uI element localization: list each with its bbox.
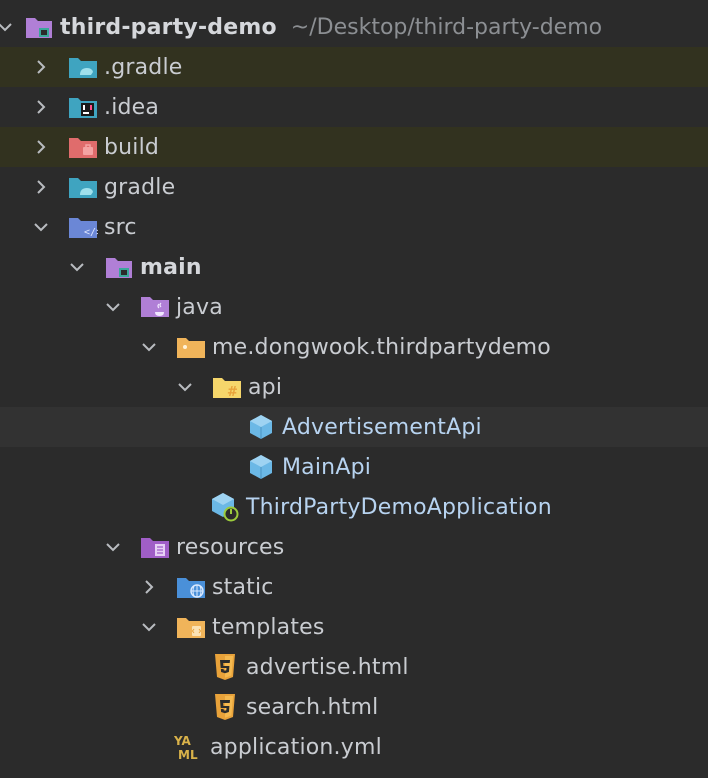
tree-row-api[interactable]: # api bbox=[0, 367, 708, 407]
folder-label: .idea bbox=[104, 94, 160, 120]
file-label: MainApi bbox=[282, 454, 372, 480]
tree-row-search-html[interactable]: search.html bbox=[0, 687, 708, 727]
tree-row-static[interactable]: static bbox=[0, 567, 708, 607]
file-label: advertise.html bbox=[246, 654, 409, 680]
java-class-icon bbox=[246, 452, 276, 482]
package-folder-icon bbox=[176, 332, 206, 362]
tree-row-src[interactable]: </> src bbox=[0, 207, 708, 247]
folder-label: templates bbox=[212, 614, 325, 640]
chevron-down-icon[interactable] bbox=[30, 216, 52, 238]
templates-folder-icon bbox=[176, 612, 206, 642]
source-folder-icon: </> bbox=[68, 212, 98, 242]
chevron-down-icon[interactable] bbox=[102, 536, 124, 558]
module-folder-icon bbox=[104, 252, 134, 282]
gradle-folder-icon bbox=[68, 172, 98, 202]
file-label: ThirdPartyDemoApplication bbox=[246, 494, 552, 520]
tree-row-gradle-hidden[interactable]: .gradle bbox=[0, 47, 708, 87]
tree-row-project-root[interactable]: third-party-demo ~/Desktop/third-party-d… bbox=[0, 7, 708, 47]
chevron-right-icon[interactable] bbox=[138, 576, 160, 598]
svg-text:#: # bbox=[227, 385, 238, 399]
tree-row-build[interactable]: build bbox=[0, 127, 708, 167]
tree-row-gradle[interactable]: gradle bbox=[0, 167, 708, 207]
chevron-right-icon[interactable] bbox=[30, 136, 52, 158]
tree-row-idea[interactable]: .idea bbox=[0, 87, 708, 127]
chevron-right-icon[interactable] bbox=[30, 96, 52, 118]
project-path: ~/Desktop/third-party-demo bbox=[290, 14, 603, 40]
excluded-folder-icon bbox=[68, 132, 98, 162]
web-folder-icon bbox=[176, 572, 206, 602]
folder-label: static bbox=[212, 574, 274, 600]
folder-label: src bbox=[104, 214, 137, 240]
tree-row-application-class[interactable]: ThirdPartyDemoApplication bbox=[0, 487, 708, 527]
chevron-down-icon[interactable] bbox=[138, 616, 160, 638]
file-label: search.html bbox=[246, 694, 379, 720]
tree-row-main[interactable]: main bbox=[0, 247, 708, 287]
folder-label: api bbox=[248, 374, 283, 400]
file-label: application.yml bbox=[210, 734, 382, 760]
package-folder-icon: # bbox=[212, 372, 242, 402]
folder-label: resources bbox=[176, 534, 285, 560]
tree-row-templates[interactable]: templates bbox=[0, 607, 708, 647]
svg-text:</>: </> bbox=[84, 227, 98, 238]
tree-row-resources[interactable]: resources bbox=[0, 527, 708, 567]
spring-boot-class-icon bbox=[210, 492, 240, 522]
tree-row-advertisement-api[interactable]: AdvertisementApi bbox=[0, 407, 708, 447]
chevron-down-icon[interactable] bbox=[0, 16, 16, 38]
project-name: third-party-demo bbox=[60, 14, 277, 40]
tree-row-java[interactable]: java bbox=[0, 287, 708, 327]
idea-folder-icon bbox=[68, 92, 98, 122]
folder-label: build bbox=[104, 134, 160, 160]
resources-folder-icon bbox=[140, 532, 170, 562]
folder-label: .gradle bbox=[104, 54, 183, 80]
chevron-down-icon[interactable] bbox=[138, 336, 160, 358]
java-class-icon bbox=[246, 412, 276, 442]
html-file-icon bbox=[210, 692, 240, 722]
folder-label: gradle bbox=[104, 174, 176, 200]
java-source-folder-icon bbox=[140, 292, 170, 322]
svg-text:YA: YA bbox=[174, 734, 192, 748]
html-file-icon bbox=[210, 652, 240, 682]
gradle-folder-icon bbox=[68, 52, 98, 82]
test-folder-icon bbox=[104, 772, 134, 778]
chevron-right-icon[interactable] bbox=[30, 176, 52, 198]
file-label: AdvertisementApi bbox=[282, 414, 482, 440]
chevron-right-icon[interactable] bbox=[30, 56, 52, 78]
tree-row-partial[interactable] bbox=[0, 767, 708, 778]
svg-text:ML: ML bbox=[178, 748, 198, 761]
chevron-down-icon[interactable] bbox=[174, 376, 196, 398]
folder-label: java bbox=[176, 294, 223, 320]
folder-label: main bbox=[140, 254, 202, 280]
tree-row-package[interactable]: me.dongwook.thirdpartydemo bbox=[0, 327, 708, 367]
folder-label: me.dongwook.thirdpartydemo bbox=[212, 334, 551, 360]
chevron-down-icon[interactable] bbox=[66, 256, 88, 278]
module-folder-icon bbox=[24, 12, 54, 42]
chevron-down-icon[interactable] bbox=[102, 296, 124, 318]
tree-row-main-api[interactable]: MainApi bbox=[0, 447, 708, 487]
tree-row-advertise-html[interactable]: advertise.html bbox=[0, 647, 708, 687]
